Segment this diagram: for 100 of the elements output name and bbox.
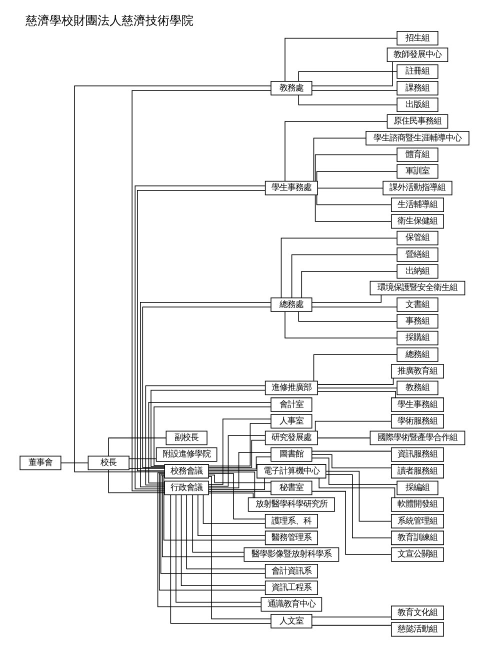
connector	[60, 462, 88, 464]
node-box: 文宣公關組	[390, 547, 444, 562]
connector	[208, 476, 271, 620]
node-box: 總務組	[396, 347, 438, 362]
node-box: 註冊組	[396, 64, 438, 79]
node-box: 教育文化組	[390, 606, 444, 620]
node-box: 會計室	[270, 397, 312, 412]
node-box: 推廣教育組	[390, 364, 444, 378]
node-box: 學生事務組	[390, 397, 444, 412]
node-box: 學生事務處	[264, 180, 318, 196]
node-box: 軍訓室	[396, 164, 438, 179]
connector	[208, 470, 257, 471]
node-box: 教師發展中心	[386, 48, 448, 62]
connector	[150, 390, 265, 467]
node-box: 總務處	[270, 298, 312, 312]
node-box: 教育訓練組	[390, 530, 444, 546]
connector	[208, 435, 265, 487]
connector	[160, 474, 265, 574]
node-box: 副校長	[165, 430, 207, 446]
node-box: 營繕組	[396, 248, 438, 262]
connector	[311, 616, 392, 618]
connector	[74, 86, 271, 472]
node-box: 讀者服務組	[390, 464, 444, 478]
node-box: 行政會議	[164, 480, 208, 496]
node-box: 人事室	[270, 414, 312, 428]
node-box: 原住民事務組	[386, 114, 448, 129]
connector	[325, 474, 391, 538]
node-box: 校務會議	[164, 464, 208, 478]
node-box: 護理系、科	[264, 514, 318, 528]
node-box: 通識教育中心	[260, 597, 322, 612]
node-box: 生活輔導組	[390, 198, 444, 212]
connector	[131, 90, 271, 492]
connector	[298, 311, 397, 322]
connector	[284, 38, 397, 82]
connector	[128, 468, 164, 470]
connector	[311, 490, 392, 555]
connector	[170, 494, 271, 624]
connector	[208, 418, 271, 485]
connector	[300, 271, 397, 298]
node-box: 人文室	[270, 614, 312, 628]
connector	[280, 238, 397, 298]
node-box: 放射醫學科學研究所	[247, 497, 334, 512]
connector	[161, 476, 244, 558]
connector	[192, 494, 244, 553]
node-box: 課務組	[396, 80, 438, 96]
connector	[208, 474, 271, 484]
connector	[208, 473, 266, 520]
connector	[284, 121, 387, 182]
connector	[208, 490, 271, 492]
node-box: 出納組	[396, 264, 438, 279]
connector	[314, 154, 397, 182]
connector	[316, 378, 394, 385]
connector	[163, 476, 266, 541]
node-box: 學術服務組	[390, 414, 444, 428]
node-box: 學生諮商暨生涯輔導中心	[365, 130, 469, 146]
connector	[208, 423, 271, 466]
node-box: 慈懿活動組	[390, 622, 444, 637]
connector	[314, 420, 392, 432]
node-box: 採購組	[396, 330, 438, 346]
connector	[108, 469, 164, 494]
connector	[318, 478, 395, 498]
node-box: 出版組	[396, 98, 438, 112]
connector	[311, 294, 382, 303]
connector	[312, 354, 397, 382]
node-box: 資訊服務組	[390, 447, 444, 462]
connector	[311, 454, 392, 468]
node-box: 國際學術暨產學合作組	[369, 430, 465, 446]
node-box: 醫學影像暨放射科學系	[243, 547, 339, 562]
node-box: 進修推廣部	[264, 380, 318, 396]
node-box: 採編組	[396, 480, 438, 496]
connector	[316, 194, 392, 206]
node-box: 軟體開發組	[390, 497, 444, 512]
connector	[156, 472, 261, 608]
connector	[208, 478, 264, 490]
connector	[180, 494, 265, 586]
node-box: 系統管理組	[390, 514, 444, 528]
connector	[298, 71, 397, 82]
node-box: 資訊工程系	[264, 580, 318, 596]
node-box: 體育組	[396, 148, 438, 162]
node-box: 圖書館	[270, 447, 312, 462]
node-box: 附設進修學院	[155, 447, 217, 462]
node-box: 招生組	[396, 31, 438, 46]
connector	[197, 494, 266, 536]
node-box: 衛生保健組	[390, 214, 444, 229]
node-box: 教務組	[396, 380, 438, 396]
node-box: 董事會	[19, 456, 61, 470]
connector	[311, 61, 392, 86]
connector	[208, 452, 271, 488]
connector	[311, 458, 397, 485]
connector	[186, 494, 266, 570]
node-box: 課外活動指導組	[382, 180, 452, 196]
connector	[325, 470, 391, 522]
node-box: 會計資訊系	[264, 564, 318, 578]
connector	[298, 94, 397, 106]
node-box: 校長	[87, 456, 129, 470]
connector	[311, 624, 392, 626]
node-box: 事務組	[396, 314, 438, 329]
node-box: 電子計算機中心	[256, 464, 326, 478]
connector	[144, 385, 265, 486]
connector	[108, 438, 166, 456]
